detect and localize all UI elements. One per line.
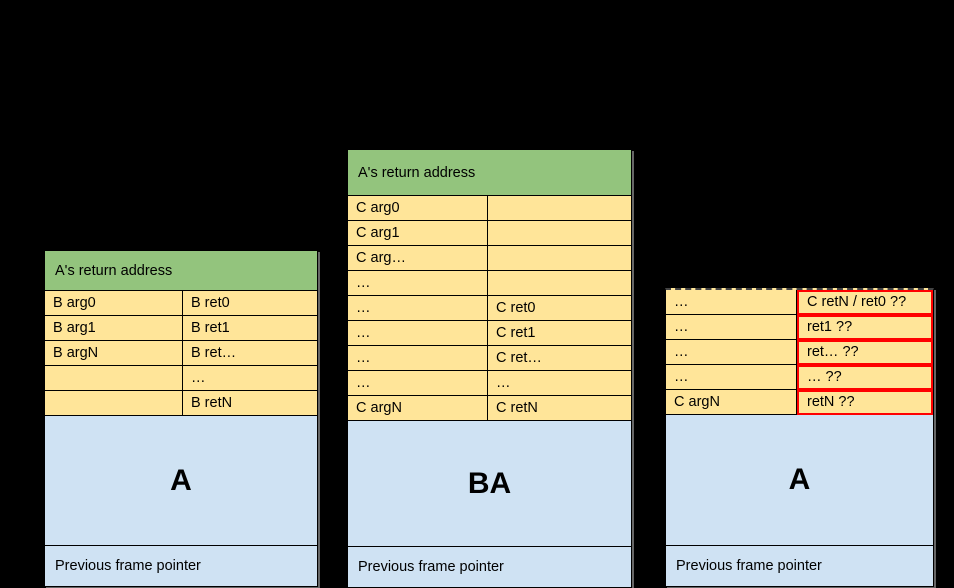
return-cell-highlight: retN ??: [797, 390, 933, 415]
table-row: …: [348, 271, 631, 296]
previous-frame-pointer: Previous frame pointer: [45, 546, 317, 586]
table-row: C arg…: [348, 246, 631, 271]
arg-cell: …: [348, 296, 489, 321]
stack-frame-panel-left: A's return address B arg0 B ret0 B arg1 …: [44, 250, 318, 587]
return-cell: [488, 196, 631, 221]
return-cell-highlight: ret… ??: [797, 340, 933, 365]
table-row: … C ret0: [348, 296, 631, 321]
stack-frame-panel-middle: A's return address C arg0 C arg1 C arg… …: [347, 149, 632, 588]
table-row: … C ret…: [348, 346, 631, 371]
table-row: … ret1 ??: [666, 315, 933, 340]
return-cell: …: [182, 366, 317, 391]
arg-cell: …: [666, 340, 798, 365]
table-row: B argN B ret…: [45, 341, 317, 366]
arg-cell: …: [666, 290, 798, 315]
arg-cell: B arg0: [45, 291, 183, 316]
table-row: B arg0 B ret0: [45, 291, 317, 316]
return-cell: [488, 271, 631, 296]
return-cell-highlight: C retN / ret0 ??: [797, 290, 933, 315]
arg-cell: C arg0: [348, 196, 489, 221]
arg-cell: …: [666, 315, 798, 340]
table-row: … …: [348, 371, 631, 396]
return-cell: C ret…: [488, 346, 631, 371]
return-cell: B ret…: [182, 341, 317, 366]
arg-cell: …: [348, 346, 489, 371]
return-cell: …: [488, 371, 631, 396]
arg-cell: C arg…: [348, 246, 489, 271]
table-row: C arg0: [348, 196, 631, 221]
arg-cell: …: [348, 321, 489, 346]
table-row: C argN retN ??: [666, 390, 933, 415]
table-row: …: [45, 366, 317, 391]
return-cell: C ret1: [488, 321, 631, 346]
return-cell: C retN: [488, 396, 631, 421]
return-cell-highlight: ret1 ??: [797, 315, 933, 340]
arg-cell: …: [348, 371, 489, 396]
table-row: B arg1 B ret1: [45, 316, 317, 341]
previous-frame-pointer: Previous frame pointer: [348, 547, 631, 587]
arg-cell: C argN: [666, 390, 798, 415]
arg-cell: C argN: [348, 396, 489, 421]
return-cell: [488, 246, 631, 271]
frame-body-label: BA: [348, 421, 631, 547]
return-cell: B retN: [182, 391, 317, 416]
arg-cell: C arg1: [348, 221, 489, 246]
arg-cell: B argN: [45, 341, 183, 366]
table-row: C arg1: [348, 221, 631, 246]
return-cell: B ret0: [182, 291, 317, 316]
arg-cell: B arg1: [45, 316, 183, 341]
table-row: … ret… ??: [666, 340, 933, 365]
table-row: B retN: [45, 391, 317, 416]
arg-cell: …: [666, 365, 798, 390]
return-address-header: A's return address: [348, 150, 631, 196]
arg-cell: [45, 391, 183, 416]
return-cell: C ret0: [488, 296, 631, 321]
table-row: … C ret1: [348, 321, 631, 346]
table-row: … C retN / ret0 ??: [666, 290, 933, 315]
return-address-header: A's return address: [45, 251, 317, 291]
arg-cell: [45, 366, 183, 391]
arg-cell: …: [348, 271, 489, 296]
table-row: … … ??: [666, 365, 933, 390]
frame-body-label: A: [666, 415, 933, 546]
previous-frame-pointer: Previous frame pointer: [666, 546, 933, 586]
table-row: C argN C retN: [348, 396, 631, 421]
return-cell: B ret1: [182, 316, 317, 341]
return-cell: [488, 221, 631, 246]
frame-body-label: A: [45, 416, 317, 546]
stack-frame-panel-right: … C retN / ret0 ?? … ret1 ?? … ret… ?? ……: [665, 288, 934, 587]
return-cell-highlight: … ??: [797, 365, 933, 390]
